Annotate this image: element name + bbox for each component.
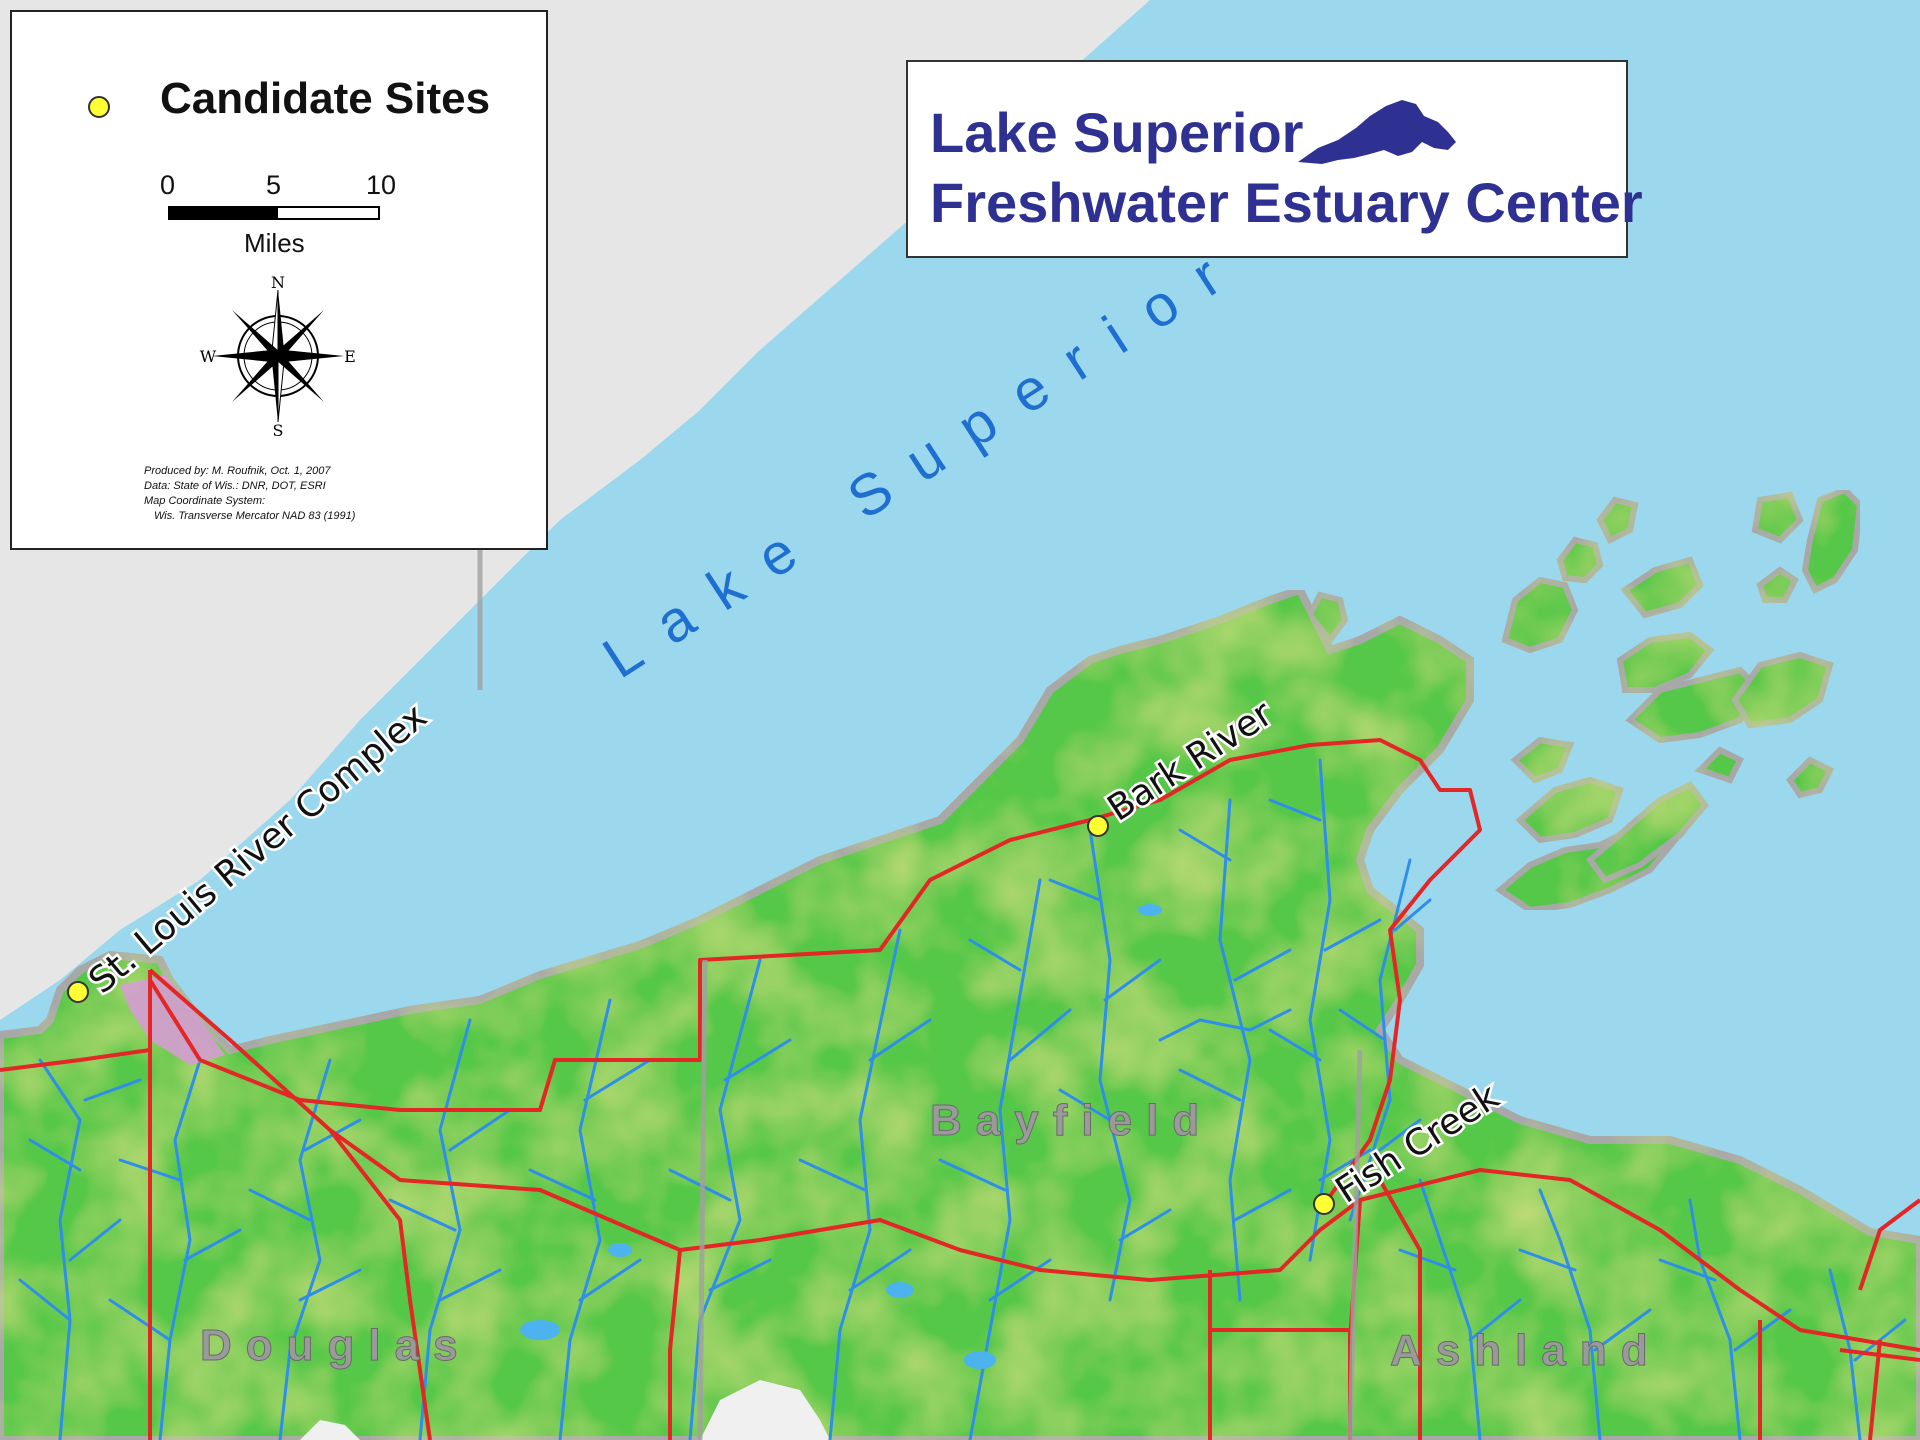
scale-tick-0: 0 <box>160 170 176 200</box>
map-credits: Produced by: M. Roufnik, Oct. 1, 2007 Da… <box>144 464 355 524</box>
inland-lakes <box>520 904 1162 1369</box>
candidate-site-symbol <box>88 96 110 118</box>
compass-n: N <box>271 276 285 292</box>
no-data-area-2 <box>300 1420 360 1440</box>
county-label-bayfield: Bayfield <box>930 1096 1213 1145</box>
credit-line: Wis. Transverse Mercator NAD 83 (1991) <box>154 510 356 522</box>
scale-tick-10: 10 <box>366 170 397 200</box>
map-legend: Candidate Sites 0 5 10 Miles N S W E Pro… <box>10 10 548 550</box>
scale-unit: Miles <box>244 228 305 258</box>
credit-line: Map Coordinate System: <box>144 495 266 507</box>
credit-line: Data: State of Wis.: DNR, DOT, ESRI <box>144 480 326 492</box>
site-marker[interactable] <box>1313 1193 1335 1215</box>
compass-s: S <box>273 421 284 436</box>
legend-title: Candidate Sites <box>160 74 491 123</box>
site-label: Fish Creek <box>1329 1076 1507 1211</box>
title-line-1: Lake Superior <box>930 101 1304 164</box>
scale-tick-5: 5 <box>266 170 282 200</box>
urban-area <box>120 975 225 1065</box>
county-label-douglas: Douglas <box>200 1321 472 1370</box>
no-data-area <box>700 1380 830 1440</box>
lake-superior-shape-icon <box>1298 100 1456 164</box>
lake-label: Lake Superior <box>592 227 1257 691</box>
apostle-islands <box>1306 486 1864 914</box>
scale-bar-segment-white <box>276 206 380 220</box>
title-line-2: Freshwater Estuary Center <box>930 171 1643 234</box>
site-label: Bark River <box>1101 693 1280 829</box>
site-marker[interactable] <box>1087 815 1109 837</box>
compass-e: E <box>344 347 356 366</box>
south-shore-land <box>0 585 1920 1440</box>
site-fish-creek[interactable]: Fish Creek <box>1313 1074 1509 1215</box>
site-marker[interactable] <box>67 981 89 1003</box>
site-label: St. Louis River Complex <box>81 696 434 1002</box>
lake-water <box>0 0 1920 1240</box>
credit-line: Produced by: M. Roufnik, Oct. 1, 2007 <box>144 465 331 477</box>
site-st-louis[interactable]: St. Louis River Complex <box>67 694 437 1004</box>
map-title-box: Lake Superior Freshwater Estuary Center <box>906 60 1643 258</box>
county-label-ashland: Ashland <box>1390 1326 1662 1375</box>
compass-w: W <box>200 347 217 366</box>
compass-rose-icon: N S W E <box>200 276 356 436</box>
county-boundaries <box>477 550 1363 1440</box>
site-bark-river[interactable]: Bark River <box>1087 691 1283 837</box>
scale-bar-segment-black <box>168 206 276 220</box>
